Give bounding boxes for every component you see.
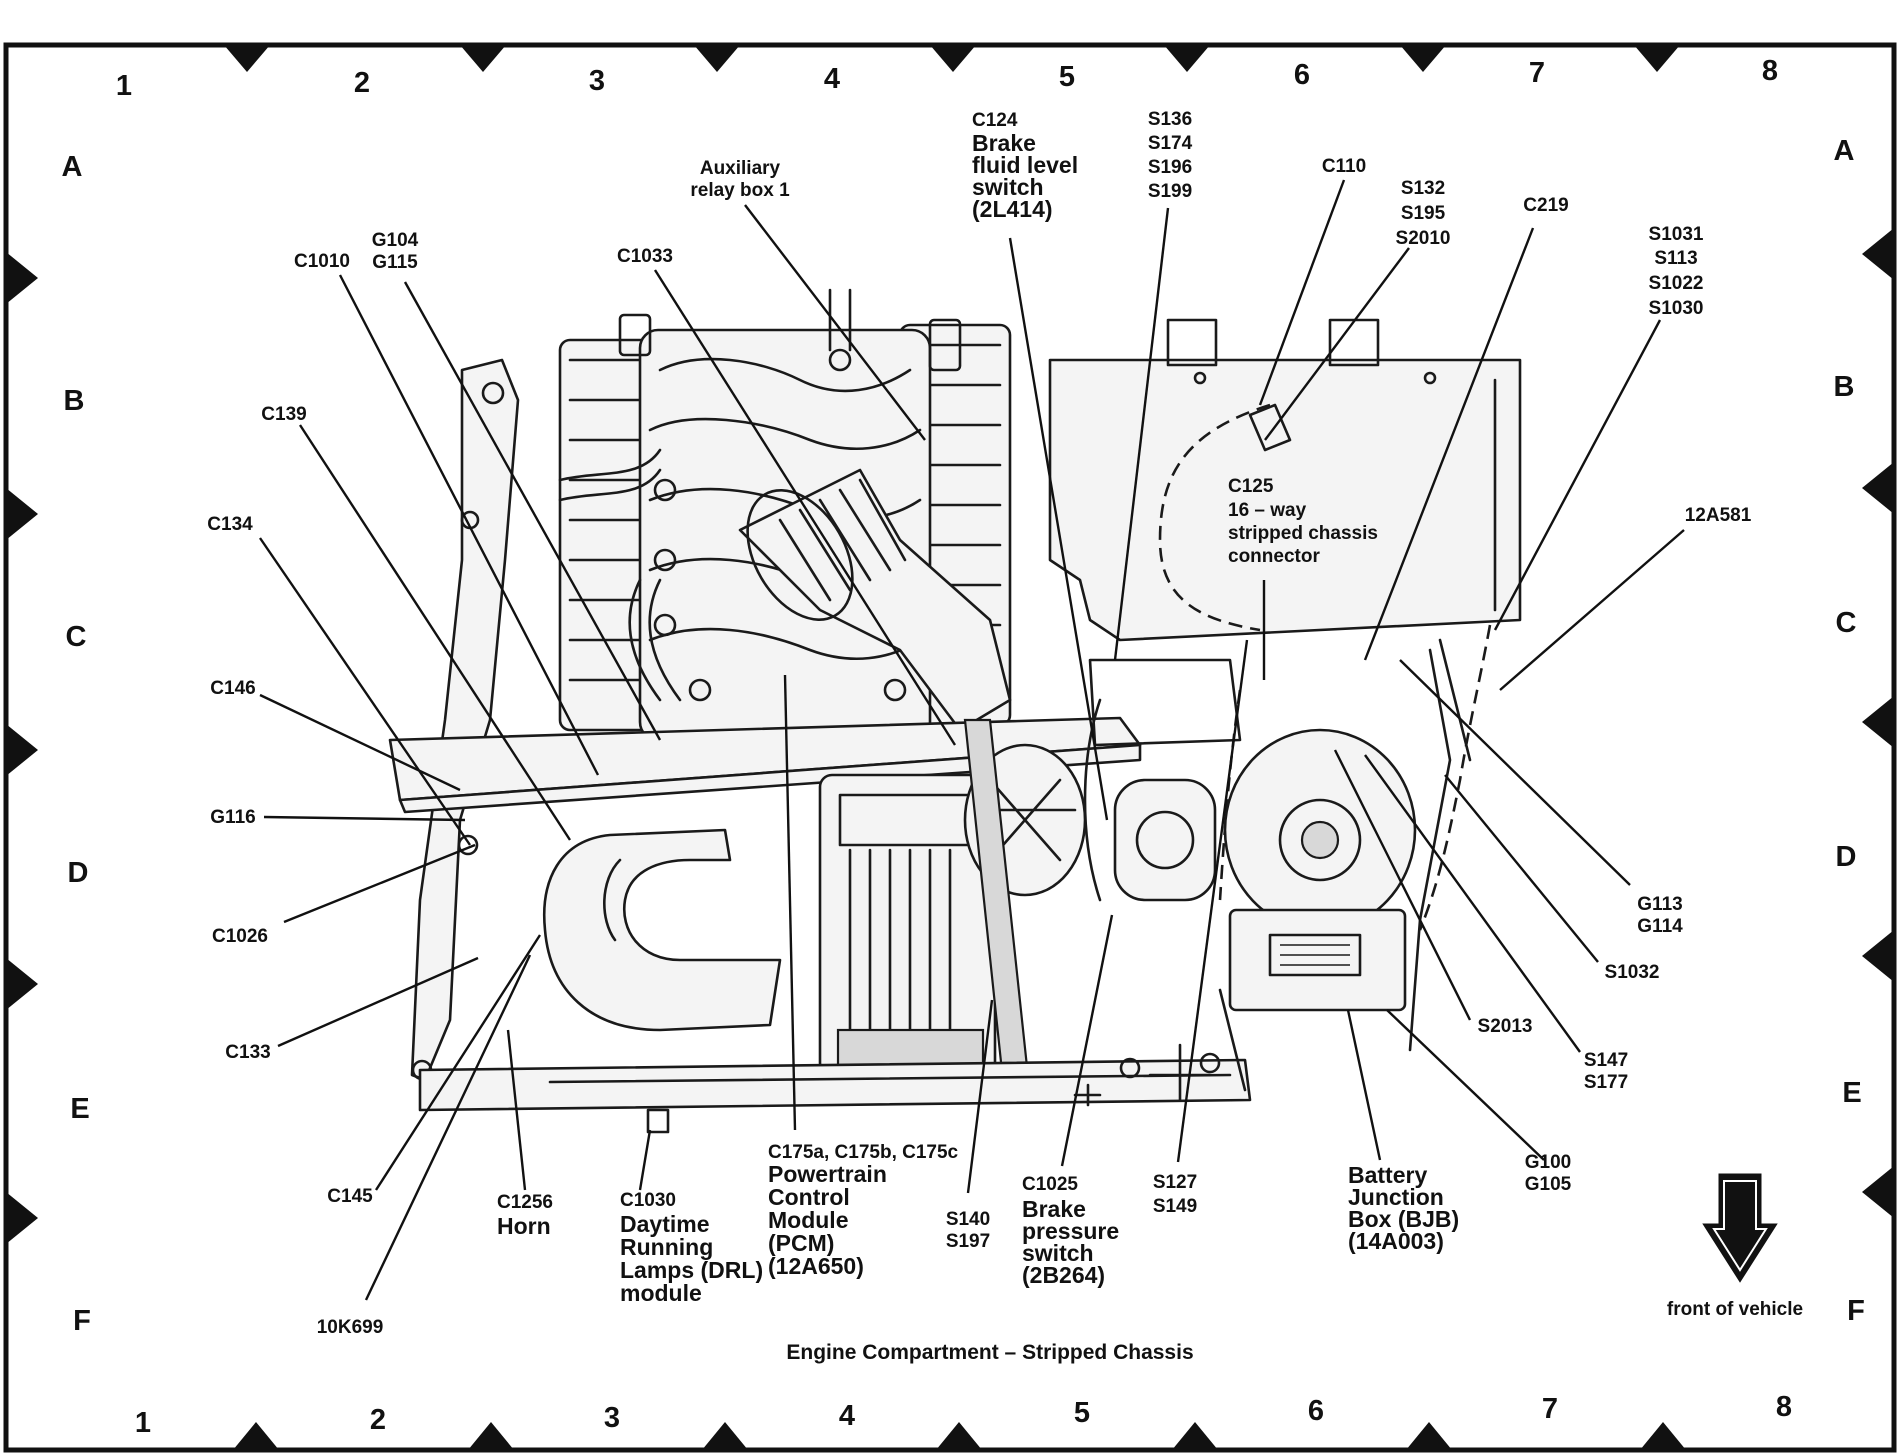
border-markers: [6, 45, 1894, 1450]
callout-c145: C145: [327, 1186, 373, 1207]
grid-rows-left: A B C D E F: [62, 151, 91, 1337]
diagram-title: Engine Compartment – Stripped Chassis: [786, 1341, 1193, 1364]
grid-columns-bottom: 1 2 3 4 5 6 7 8: [135, 1391, 1792, 1439]
callout-12a581: 12A581: [1685, 505, 1752, 526]
grid-col-label: 4: [824, 63, 840, 95]
grid-row-label: E: [1842, 1077, 1861, 1109]
callout-c110: C110: [1322, 156, 1366, 177]
callout-c1010: C1010: [294, 251, 350, 272]
callout-c139: C139: [261, 404, 306, 425]
grid-row-label: F: [73, 1305, 91, 1337]
callout-c219: C219: [1523, 195, 1568, 216]
grid-col-label: 1: [116, 70, 132, 102]
grid-col-label: 8: [1776, 1391, 1792, 1423]
grid-col-label: 6: [1294, 59, 1310, 91]
grid-row-label: D: [1836, 841, 1857, 873]
callout-c146: C146: [210, 678, 255, 699]
grid-rows-right: A B C D E F: [1834, 135, 1865, 1327]
grid-col-label: 3: [589, 65, 605, 97]
callout-g116: G116: [210, 807, 255, 828]
leader-lines: [259, 179, 1685, 1301]
grid-row-label: A: [62, 151, 83, 183]
callout-s1032: S1032: [1605, 962, 1660, 983]
callout-c1033: C1033: [617, 246, 673, 267]
grid-row-label: C: [66, 621, 87, 653]
grid-col-label: 5: [1059, 61, 1075, 93]
grid-row-label: B: [64, 385, 85, 417]
callout-s2013: S2013: [1478, 1016, 1533, 1037]
grid-col-label: 6: [1308, 1395, 1324, 1427]
front-of-vehicle-label: front of vehicle: [1667, 1299, 1803, 1320]
grid-col-label: 5: [1074, 1397, 1090, 1429]
grid-columns-top: 1 2 3 4 5 6 7 8: [116, 55, 1778, 102]
callout-c1026: C1026: [212, 926, 268, 947]
callout-c134: C134: [207, 514, 253, 535]
grid-row-label: C: [1836, 607, 1857, 639]
grid-row-label: A: [1834, 135, 1855, 167]
grid-col-label: 4: [839, 1400, 855, 1432]
callout-c133: C133: [225, 1042, 270, 1063]
grid-col-label: 7: [1529, 57, 1545, 89]
grid-row-label: E: [70, 1093, 89, 1125]
callout-10k699: 10K699: [317, 1317, 384, 1338]
grid-row-label: D: [68, 857, 89, 889]
grid-col-label: 1: [135, 1407, 151, 1439]
grid-row-label: F: [1847, 1295, 1865, 1327]
grid-row-label: B: [1834, 371, 1855, 403]
front-arrow-icon: [1702, 1173, 1778, 1283]
engine-artwork: [388, 288, 1522, 1134]
grid-col-label: 3: [604, 1402, 620, 1434]
grid-col-label: 2: [354, 67, 370, 99]
grid-col-label: 2: [370, 1404, 386, 1436]
grid-col-label: 8: [1762, 55, 1778, 87]
grid-col-label: 7: [1542, 1393, 1558, 1425]
